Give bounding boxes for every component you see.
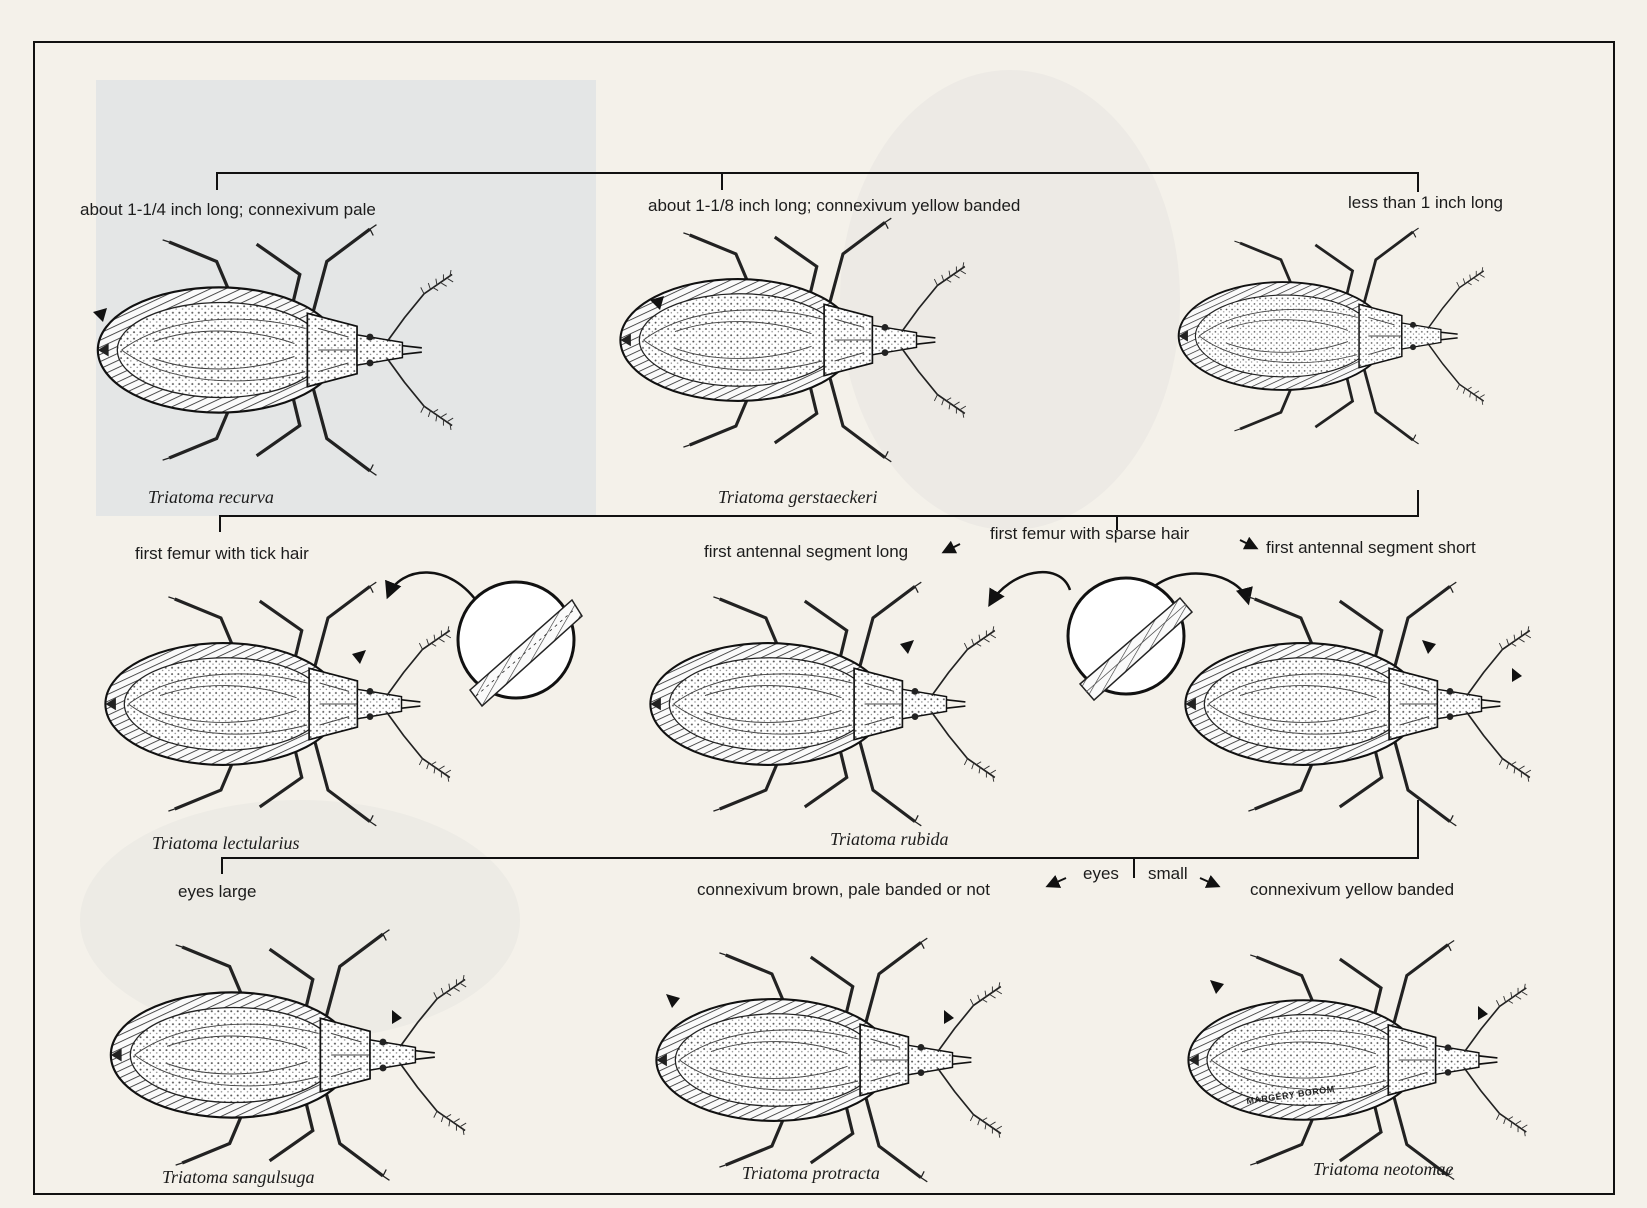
magnifier-tick-hair <box>458 582 582 706</box>
key-label-eyes: eyes <box>1083 864 1119 884</box>
bug-triatoma-third <box>1179 228 1485 444</box>
pointer-arrow-sparse-left <box>990 572 1070 604</box>
arrow-antennal-long <box>944 544 960 552</box>
key-label-connexivum-yellow: connexivum yellow banded <box>1250 880 1454 900</box>
pointer-arrow-neotomae-eye <box>1478 1006 1488 1020</box>
species-name-gerstaeckeri: Triatoma gerstaeckeri <box>718 486 878 508</box>
pointer-arrow-neotomae-connexivum <box>1210 980 1224 994</box>
pointer-arrow-protracta-eye <box>944 1010 954 1024</box>
pointer-arrow-sixth-femur <box>1422 640 1436 654</box>
arrow-connexivum-yellow <box>1200 878 1218 886</box>
key-label-small: small <box>1148 864 1188 884</box>
key-label-antennal-long: first antennal segment long <box>704 542 908 562</box>
pointer-arrow-sixth-antenna <box>1512 668 1522 682</box>
species-name-lectularius: Triatoma lectularius <box>152 832 300 854</box>
species-name-rubida: Triatoma rubida <box>830 828 949 850</box>
pointer-arrow-protracta-connexivum <box>666 994 680 1008</box>
species-name-protracta: Triatoma protracta <box>742 1162 880 1184</box>
species-name-recurva: Triatoma recurva <box>148 486 274 508</box>
key-label-connexivum-brown: connexivum brown, pale banded or not <box>697 880 990 900</box>
key-label-size-large: about 1-1/4 inch long; connexivum pale <box>80 200 376 220</box>
key-label-tick-hair: first femur with tick hair <box>135 544 309 564</box>
arrow-antennal-short <box>1240 540 1256 548</box>
species-name-neotomae: Triatoma neotomae <box>1313 1158 1454 1180</box>
bug-triatoma-neotomae <box>1188 941 1527 1180</box>
pointer-arrow-tick-hair <box>388 572 480 606</box>
arrow-connexivum-brown <box>1048 878 1066 886</box>
bug-triatoma-rubida <box>650 582 995 826</box>
key-label-size-small: less than 1 inch long <box>1348 193 1503 213</box>
key-label-size-medium: about 1-1/8 inch long; connexivum yellow… <box>648 196 1020 216</box>
magnifier-sparse-hair <box>1068 578 1192 700</box>
bug-triatoma-sixth <box>1185 582 1530 826</box>
bug-triatoma-protracta <box>656 938 1001 1182</box>
bug-triatoma-lectularius <box>105 582 450 826</box>
key-label-sparse-hair: first femur with sparse hair <box>990 524 1189 544</box>
pointer-arrow-rubida-femur <box>900 640 914 654</box>
key-label-antennal-short: first antennal segment short <box>1266 538 1476 558</box>
key-label-eyes-large: eyes large <box>178 882 256 902</box>
species-name-sangulsuga: Triatoma sangulsuga <box>162 1166 315 1188</box>
pointer-arrow-lectularius-femur <box>352 650 366 664</box>
